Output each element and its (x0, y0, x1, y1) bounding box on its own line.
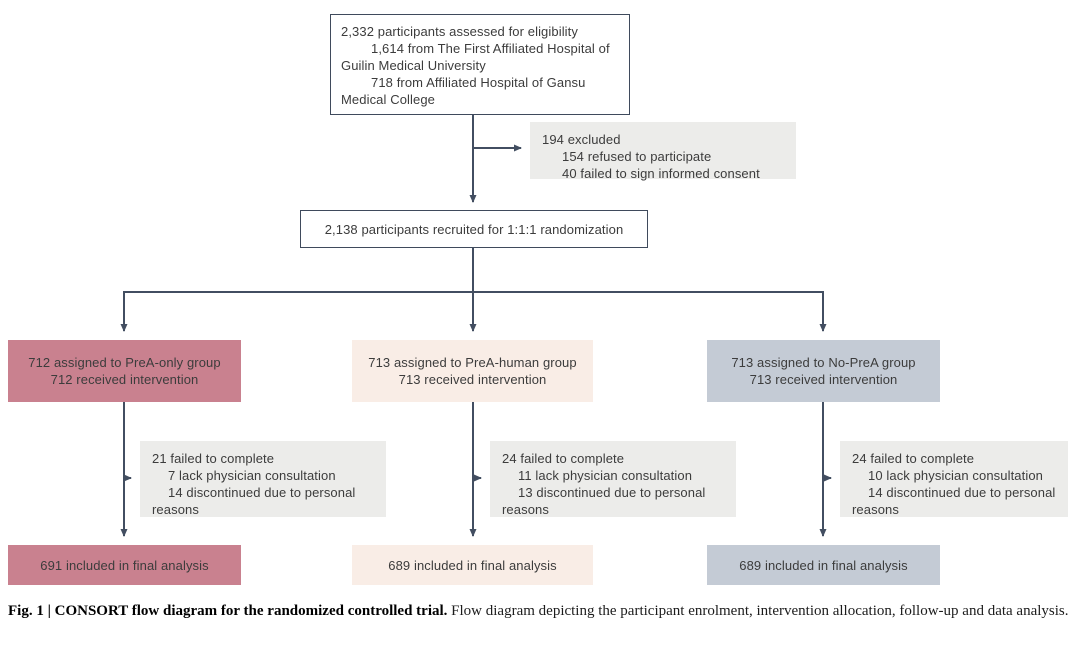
assigned-box-prea-only: 712 assigned to PreA-only group 712 rece… (8, 340, 241, 402)
randomization-box: 2,138 participants recruited for 1:1:1 r… (300, 210, 648, 248)
final-count: 689 included in final analysis (388, 557, 557, 573)
eligibility-site-2: 718 from Affiliated Hospital of Gansu Me… (341, 75, 586, 107)
dropout-total: 21 failed to complete (152, 451, 275, 466)
caption-body: Flow diagram depicting the participant e… (451, 603, 1069, 619)
received-count: 712 received intervention (50, 372, 199, 387)
eligibility-box: 2,332 participants assessed for eligibil… (330, 14, 630, 115)
final-box-no-prea: 689 included in final analysis (707, 545, 940, 585)
final-box-prea-only: 691 included in final analysis (8, 545, 241, 585)
dropout-reason-1: 11 lack physician consultation (518, 468, 693, 483)
final-count: 689 included in final analysis (739, 557, 908, 573)
eligibility-site-1: 1,614 from The First Affiliated Hospital… (341, 41, 610, 73)
assigned-count: 713 assigned to No-PreA group (731, 355, 916, 370)
dropout-reason-1: 7 lack physician consultation (168, 468, 336, 483)
excluded-total: 194 excluded (542, 132, 621, 147)
dropout-box-prea-human: 24 failed to complete 11 lack physician … (490, 441, 736, 517)
final-count: 691 included in final analysis (40, 557, 209, 573)
excluded-reason-1: 154 refused to participate (562, 149, 712, 164)
received-count: 713 received intervention (749, 372, 898, 387)
assigned-box-prea-human: 713 assigned to PreA-human group 713 rec… (352, 340, 593, 402)
figure-caption: Fig. 1 | CONSORT flow diagram for the ra… (8, 600, 1070, 623)
assigned-count: 713 assigned to PreA-human group (368, 355, 577, 370)
dropout-reason-2: 13 discontinued due to personal reasons (502, 485, 706, 517)
dropout-reason-2: 14 discontinued due to personal reasons (152, 485, 356, 517)
dropout-total: 24 failed to complete (502, 451, 625, 466)
dropout-total: 24 failed to complete (852, 451, 975, 466)
dropout-box-prea-only: 21 failed to complete 7 lack physician c… (140, 441, 386, 517)
received-count: 713 received intervention (398, 372, 547, 387)
eligibility-total: 2,332 participants assessed for eligibil… (341, 24, 578, 39)
excluded-box: 194 excluded 154 refused to participate … (530, 122, 796, 181)
assigned-count: 712 assigned to PreA-only group (28, 355, 221, 370)
dropout-reason-1: 10 lack physician consultation (868, 468, 1043, 483)
randomization-text: 2,138 participants recruited for 1:1:1 r… (324, 221, 624, 237)
excluded-reason-2: 40 failed to sign informed consent (562, 166, 760, 181)
assigned-box-no-prea: 713 assigned to No-PreA group 713 receiv… (707, 340, 940, 402)
dropout-reason-2: 14 discontinued due to personal reasons (852, 485, 1056, 517)
dropout-box-no-prea: 24 failed to complete 10 lack physician … (840, 441, 1068, 517)
final-box-prea-human: 689 included in final analysis (352, 545, 593, 585)
caption-title: Fig. 1 | CONSORT flow diagram for the ra… (8, 603, 448, 619)
